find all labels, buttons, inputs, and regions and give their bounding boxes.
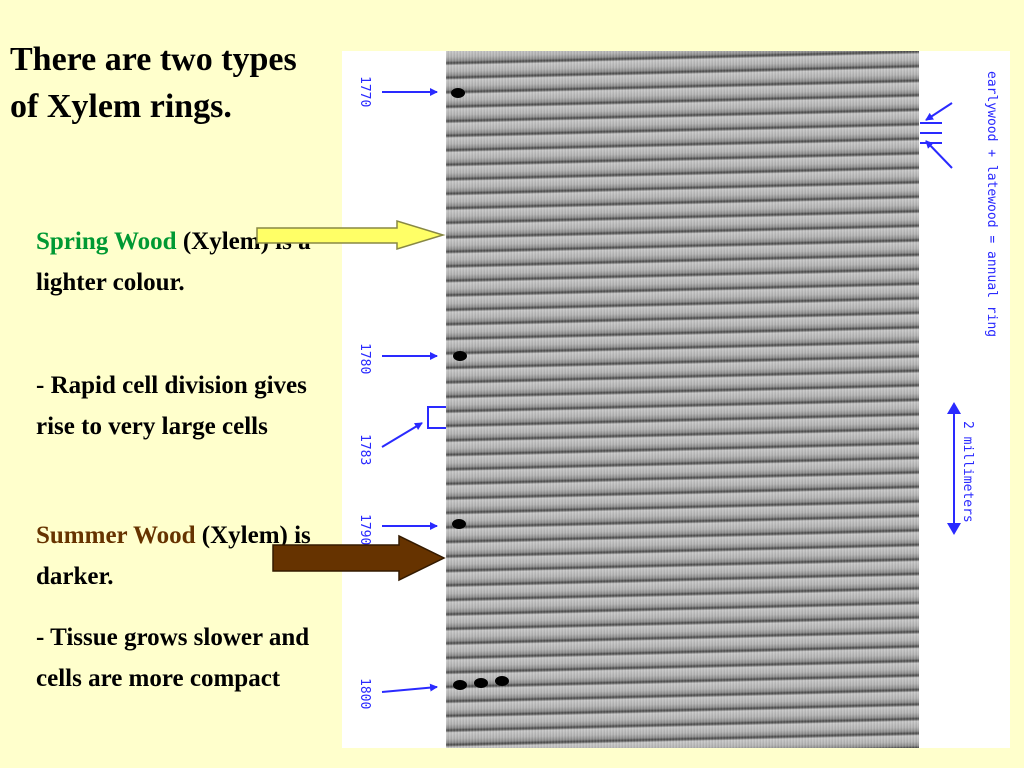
summer-wood-arrow xyxy=(272,534,446,582)
scale-bar-top-arrowhead xyxy=(947,402,961,414)
year-arrow-1800 xyxy=(381,683,438,693)
summer-wood-detail: - Tissue grows slower and cells are more… xyxy=(36,624,310,692)
xylem-ring-micrograph: 1770 1780 1783 1790 1800 earlywood + lat… xyxy=(342,51,1010,748)
summer-wood-text: Summer Wood (Xylem) is darker. xyxy=(36,515,316,597)
summer-wood-heading: Summer Wood xyxy=(36,522,196,549)
year-marker-dots xyxy=(451,88,509,690)
scale-bar-bottom-arrowhead xyxy=(947,523,961,535)
latewood-arrow xyxy=(925,140,953,169)
year-arrow-1783 xyxy=(381,422,423,448)
slide-title: There are two types of Xylem rings. xyxy=(10,41,297,125)
spring-wood-arrow xyxy=(256,219,446,251)
earlywood-arrow xyxy=(925,102,953,121)
year-arrows xyxy=(381,88,955,693)
bracket-1783 xyxy=(427,406,446,429)
figure-annotations xyxy=(381,88,961,693)
spring-wood-heading: Spring Wood xyxy=(36,228,177,255)
spring-wood-detail: - Rapid cell division gives rise to very… xyxy=(36,372,307,440)
wood-cross-section-image xyxy=(446,51,919,748)
